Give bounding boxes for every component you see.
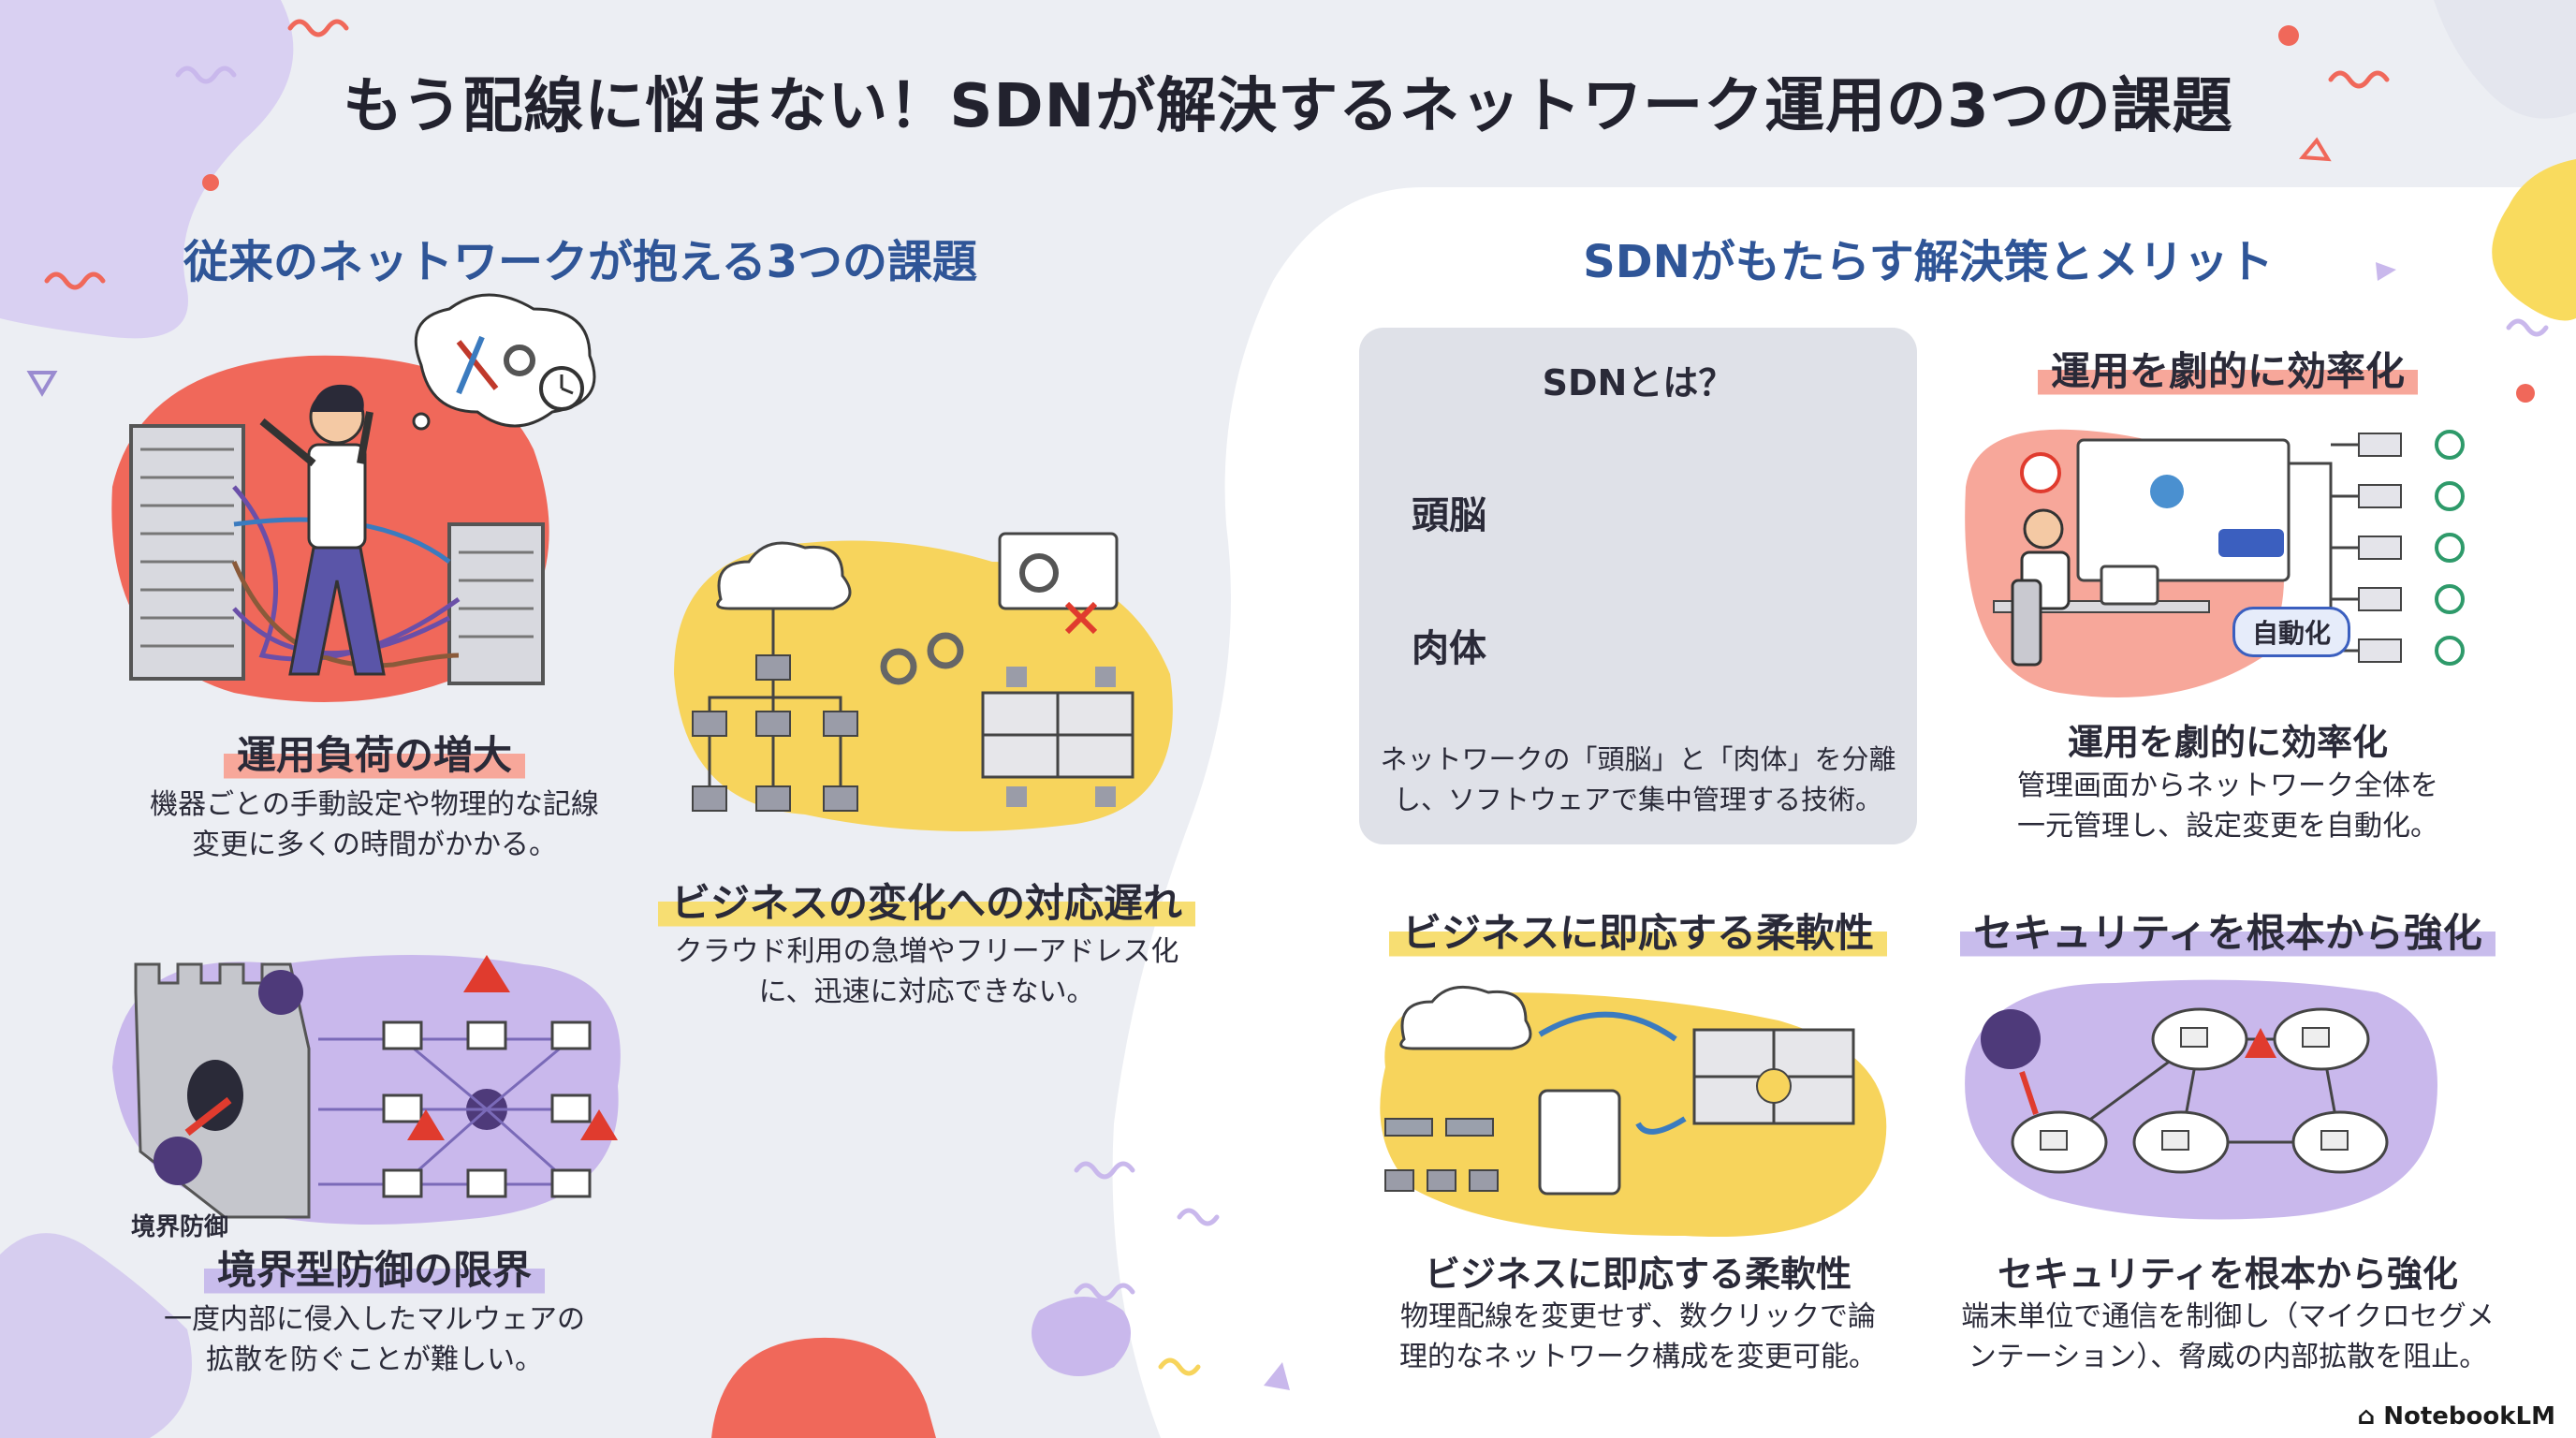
challenge-3-description: 一度内部に侵入したマルウェアの 拡散を防ぐことが難しい。: [164, 1303, 585, 1376]
worried-engineer-icon: [259, 384, 386, 676]
switch-icon: [2358, 433, 2402, 663]
server-rack-icon: [447, 522, 545, 685]
illustration-flexibility: [1380, 985, 1887, 1237]
laptop-icon: [382, 1020, 592, 1198]
benefit-2-title-wrap: ビジネスに即応する柔軟性: [1348, 908, 1928, 961]
blocked-arrow: [2019, 1071, 2039, 1115]
notebook-logo-icon: ⌂: [2357, 1402, 2384, 1431]
challenge-1-title-wrap: 運用負荷の増大: [131, 730, 618, 783]
confetti-triangle: [2376, 262, 2396, 281]
corner-blob: [0, 0, 294, 339]
challenge-1-title: 運用負荷の増大: [223, 730, 525, 783]
body-layer-label: 肉体: [1412, 627, 1486, 670]
illustration-perimeter-defense: [112, 955, 621, 1225]
benefit-3-subtitle: セキュリティを根本から強化: [1998, 1254, 2458, 1295]
corner-blob: [2434, 0, 2576, 119]
server-rack-icon: [129, 424, 245, 681]
apply-button: [2218, 529, 2284, 557]
illustration-operational-load: [111, 293, 596, 702]
tools-icon: [456, 340, 499, 390]
benefit-1-title: 運用を劇的に効率化: [2037, 346, 2418, 399]
sdn-definition-card: [1359, 328, 1917, 844]
benefit-3-description: 端末単位で通信を制御し（マイクロセグメ ンテーション）、脅威の内部拡散を阻止。: [1961, 1300, 2495, 1373]
laptop-icon: [2100, 565, 2159, 606]
warning-icon: [463, 955, 510, 992]
arrow-icon: [1538, 1011, 1677, 1042]
confetti-triangle: [1264, 1362, 1290, 1390]
challenge-3-title: 境界型防御の限界: [203, 1245, 545, 1298]
cloud-icon: [1399, 985, 1532, 1050]
sdn-box-description: ネットワークの「頭脳」と「肉体」を分離 し、ソフトウェアで集中管理する技術。: [1380, 743, 1896, 815]
confetti-dot: [2516, 384, 2535, 403]
illustration-efficiency: [1965, 429, 2465, 697]
virus-icon: [1981, 1009, 2041, 1069]
confetti-dot: [2278, 25, 2299, 46]
monitor-icon: [2040, 1027, 2349, 1151]
challenge-1-description: 機器ごとの手動設定や物理的な記線 変更に多くの時間がかかる。: [150, 788, 599, 861]
challenge-2-title: ビジネスの変化への対応遅れ: [657, 878, 1195, 931]
confetti-dot: [202, 174, 219, 191]
tablet-icon: [1538, 1089, 1621, 1196]
gear-icon: [504, 345, 535, 376]
confetti-triangle: [26, 371, 58, 397]
checkmark-icon: [2435, 430, 2465, 666]
challenge-2-description: クラウド利用の急増やフリーアドレス化 に、迅速に対応できない。: [674, 935, 1179, 1008]
gear-icon: [927, 632, 964, 669]
brand-name: NotebookLM: [2383, 1402, 2555, 1431]
warning-icon: [580, 1109, 618, 1140]
corner-blob: [2492, 159, 2576, 321]
illustration-security: [1965, 979, 2437, 1220]
benefit-1-subtitle: 運用を劇的に効率化: [2067, 722, 2388, 763]
chart-widget: [2150, 475, 2184, 508]
benefit-1-description: 管理画面からネットワーク全体を 一元管理し、設定変更を自動化。: [2017, 770, 2438, 843]
benefit-3-title-wrap: セキュリティを根本から強化: [1938, 908, 2518, 961]
arrow-icon: [1635, 1116, 1687, 1135]
benefit-2-subtitle: ビジネスに即応する柔軟性: [1424, 1254, 1852, 1295]
challenge-3-title-wrap: 境界型防御の限界: [131, 1245, 618, 1298]
perimeter-defense-label: 境界防御: [131, 1213, 229, 1241]
right-section-heading: SDNがもたらす解決策とメリット: [1583, 236, 2274, 288]
gear-icon: [880, 648, 917, 685]
corner-blob: [0, 1233, 192, 1438]
brain-layer-label: 頭脳: [1412, 494, 1486, 537]
benefit-2-description: 物理配線を変更せず、数クリックで論 理的なネットワーク構成を変更可能。: [1399, 1300, 1877, 1373]
brand-watermark: ⌂ NotebookLM: [2358, 1402, 2555, 1431]
corner-blob: [1032, 1297, 1131, 1376]
intrusion-arrow: [184, 1096, 232, 1137]
cloud-icon: [716, 541, 852, 610]
page-title: もう配線に悩まない！SDNが解決するネットワーク運用の3つの課題: [343, 72, 2233, 141]
checkmark-icon: [2020, 452, 2061, 493]
warning-icon: [2245, 1028, 2276, 1058]
warning-icon: [407, 1109, 445, 1140]
benefit-2-title: ビジネスに即応する柔軟性: [1388, 908, 1887, 961]
confetti-triangle: [2298, 137, 2332, 162]
tools-icon: [456, 335, 485, 395]
challenge-2-title-wrap: ビジネスの変化への対応遅れ: [646, 878, 1208, 931]
switch-icon: [1384, 1118, 1494, 1137]
corner-blob: [711, 1337, 936, 1438]
laptop-icon: [1384, 1169, 1499, 1192]
automation-badge: 自動化: [2232, 607, 2351, 657]
desk-icon: [981, 691, 1134, 779]
sdn-box-title: SDNとは？: [1542, 362, 1734, 404]
illustration-business-lag: [674, 532, 1173, 831]
confetti-decoration: [44, 19, 2549, 1376]
left-section-heading: 従来のネットワークが抱える3つの課題: [183, 236, 977, 288]
gear-icon: [1019, 553, 1059, 593]
benefit-1-title-wrap: 運用を劇的に効率化: [1984, 346, 2471, 399]
benefit-3-title: セキュリティを根本から強化: [1960, 908, 2496, 961]
